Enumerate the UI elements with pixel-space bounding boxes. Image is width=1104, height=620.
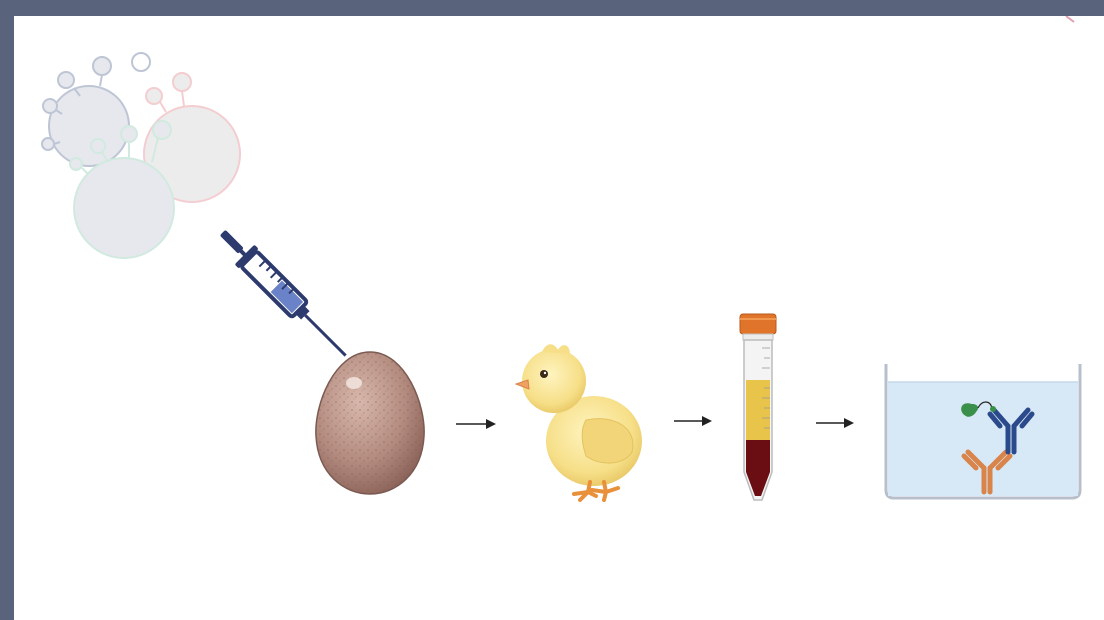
workflow-diagram bbox=[14, 16, 1104, 620]
arrow-tube-to-assay bbox=[816, 418, 854, 428]
antibody-container-icon bbox=[886, 364, 1080, 498]
syringe-icon bbox=[213, 223, 356, 366]
arrow-egg-to-chick bbox=[456, 419, 496, 429]
egg-icon bbox=[316, 352, 424, 494]
chick-icon bbox=[516, 344, 642, 500]
centrifuge-tube-icon bbox=[740, 314, 776, 500]
arrow-chick-to-tube bbox=[674, 416, 712, 426]
diagram-canvas bbox=[14, 16, 1104, 620]
virus-particles-icon bbox=[42, 53, 240, 258]
corner-mark bbox=[1066, 16, 1074, 22]
